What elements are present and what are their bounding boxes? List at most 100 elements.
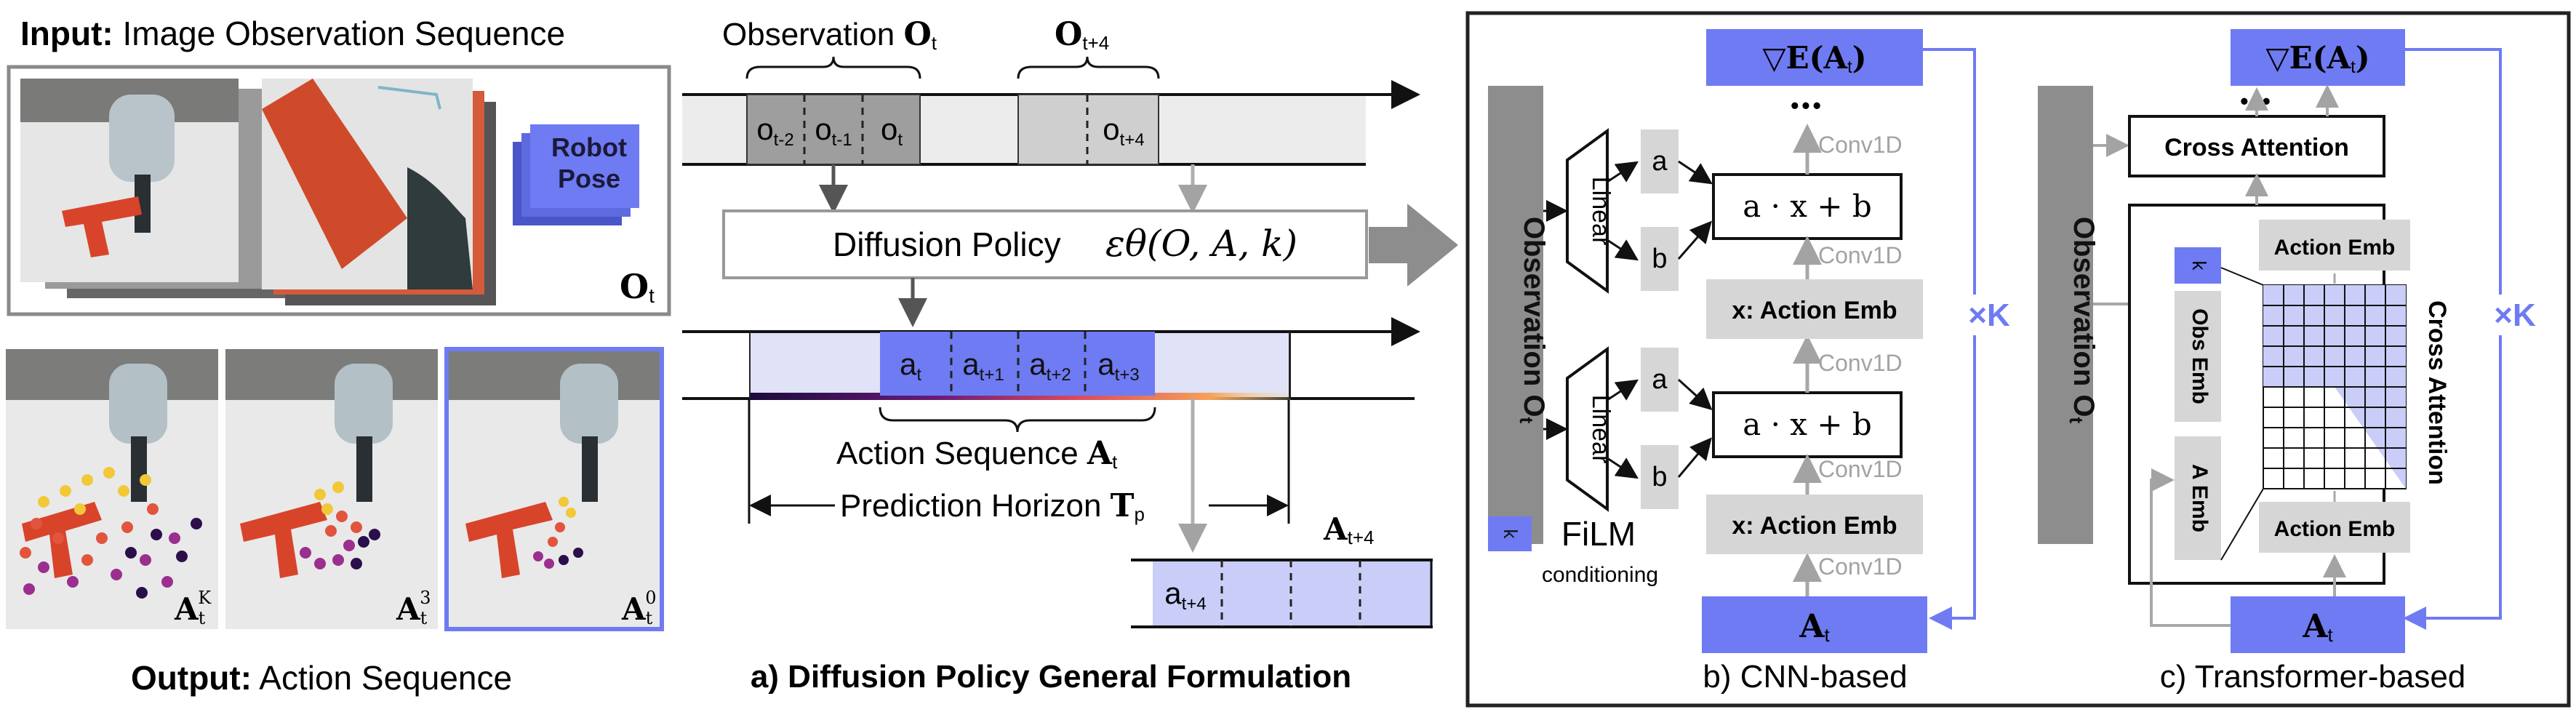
svg-text:Input: Image Observation Seque: Input: Image Observation Sequence (20, 15, 565, 52)
b-k-label: k (1500, 529, 1521, 540)
b-action-emb-2-label: x: Action Emb (1732, 512, 1897, 540)
svg-text:Observation Ot: Observation Ot (722, 16, 937, 54)
b-linear2-to-a (1607, 379, 1639, 401)
b-linear2 (1566, 346, 1609, 512)
b-film-label: FiLM (1561, 515, 1636, 553)
big-arrow-to-panels (1369, 204, 1458, 287)
b-b1-box (1641, 227, 1679, 291)
svg-text:At+4: At+4 (1323, 511, 1374, 548)
c-grad-text: ▽E(A (2265, 40, 2351, 76)
robot-pose-line1: Robot (551, 132, 627, 162)
output-frame-k (6, 349, 218, 629)
action-cell-t: at (900, 347, 921, 385)
b-input-sub: t (1824, 624, 1830, 646)
action-cell-t+1: at+1 (962, 347, 1004, 385)
b-film2-box (1712, 391, 1903, 458)
output-text: Action Sequence (252, 659, 512, 697)
c-grad-box (2231, 29, 2405, 86)
horizon-left-edge (749, 332, 751, 399)
c-grad-sub: t (2351, 57, 2356, 77)
panel-b: Observation Ot k Linear a b a · x + b Li… (1488, 29, 2022, 695)
panel-c-caption: c) Transformer-based (2160, 659, 2466, 695)
frame-3-sup: 3 (420, 588, 431, 608)
b-film1-formula: a · x + b (1743, 188, 1872, 224)
b-linear1 (1566, 128, 1609, 294)
b-linear2-label: Linear (1587, 395, 1615, 464)
b-times-k: ×K (1968, 297, 2010, 333)
c-k-box (2175, 247, 2221, 284)
b-grad-box (1706, 29, 1923, 86)
b-observation-sub: t (1516, 417, 1537, 423)
c-input-sub: t (2327, 624, 2333, 646)
input-text: Image Observation Sequence (113, 15, 565, 52)
b-b2-label: b (1652, 462, 1667, 492)
c-obs-emb-box (2175, 291, 2221, 422)
frame-3-symbol: A (396, 591, 421, 627)
svg-text:▽E(At): ▽E(At) (1762, 40, 1866, 77)
c-times-k-bg (2479, 295, 2551, 335)
b-b2-to-film (1677, 437, 1712, 478)
horizon-sub: p (1134, 503, 1144, 525)
observation-image-2 (262, 79, 473, 289)
b-k-box (1488, 516, 1532, 551)
observation-image-1 (20, 79, 239, 282)
b-a2-label: a (1652, 364, 1668, 395)
b-grad-sub: t (1847, 57, 1852, 77)
obs-subscript: t (649, 284, 655, 307)
horizon-symbol: T (1111, 487, 1135, 524)
c-action-emb-bottom (2259, 502, 2410, 553)
svg-text:Output: Action Sequence: Output: Action Sequence (131, 659, 512, 697)
c-cross-attention-vertical: Cross Attention (2423, 300, 2451, 485)
b-action-emb-1 (1706, 279, 1923, 339)
svg-text:At3: At3 (396, 588, 431, 628)
observation-caption: Observation (722, 17, 903, 52)
panel-a-caption: a) Diffusion Policy General Formulation (751, 659, 1351, 695)
diffusion-policy-box (722, 209, 1368, 279)
b-film2-formula: a · x + b (1743, 407, 1872, 442)
b-dots: ••• (1791, 92, 1824, 119)
svg-text:Ot+4: Ot+4 (1055, 16, 1109, 54)
frame-k-sub: t (199, 608, 206, 628)
next-action-symbol: A (1323, 511, 1348, 547)
b-observation-bar (1488, 86, 1543, 544)
left-output-section: AtK At3 At0 (6, 347, 664, 697)
observation-caption-sub: t (932, 32, 937, 54)
c-observation-bar (2038, 86, 2093, 544)
c-action-emb-top (2259, 220, 2410, 271)
frame-3-sub: t (420, 608, 428, 628)
c-obs-emb-label: Obs Emb (2188, 308, 2212, 404)
frame-0-symbol: A (621, 591, 647, 627)
obs-symbol: O (620, 267, 649, 306)
obs-cell-t+4: ot+4 (1103, 112, 1144, 150)
diffusion-policy-formula: εθ(O, A, k) (1105, 223, 1297, 265)
obs-next-sub: t+4 (1082, 32, 1109, 54)
svg-text:Prediction Horizon Tp: Prediction Horizon Tp (840, 487, 1145, 525)
observation-caption-symbol: O (903, 16, 931, 53)
b-input-box (1702, 596, 1927, 653)
c-action-emb-bottom-label: Action Emb (2274, 517, 2396, 541)
c-k-label: k (2188, 261, 2210, 271)
b-observation-label: Observation O (1518, 217, 1550, 417)
svg-text:Ot: Ot (620, 267, 655, 307)
panels-bc-frame (1465, 11, 2571, 708)
output-frame-0 (444, 347, 664, 631)
b-conv1d-label-2: Conv1D (1818, 350, 1903, 376)
c-attention-grid (2220, 267, 2407, 561)
b-a1-to-film (1678, 160, 1713, 185)
next-action-window (1153, 560, 1433, 627)
b-conv1d-label-4: Conv1D (1818, 553, 1903, 580)
input-label: Input: (20, 15, 113, 52)
robot-pose-box (530, 124, 639, 208)
b-grad-close: ) (1852, 40, 1867, 76)
svg-text:Action Sequence At: Action Sequence At (836, 435, 1118, 473)
b-action-emb-1-label: x: Action Emb (1732, 297, 1897, 324)
c-cross-attention-top-label: Cross Attention (2164, 134, 2349, 161)
c-grad-close: ) (2356, 40, 2370, 76)
obs-next-symbol: O (1055, 16, 1082, 53)
b-input-symbol: A (1799, 608, 1825, 645)
svg-text:At: At (2302, 608, 2333, 646)
action-noise-bar (749, 393, 1291, 400)
c-input-box (2231, 596, 2405, 653)
svg-text:AtK: AtK (174, 588, 212, 628)
